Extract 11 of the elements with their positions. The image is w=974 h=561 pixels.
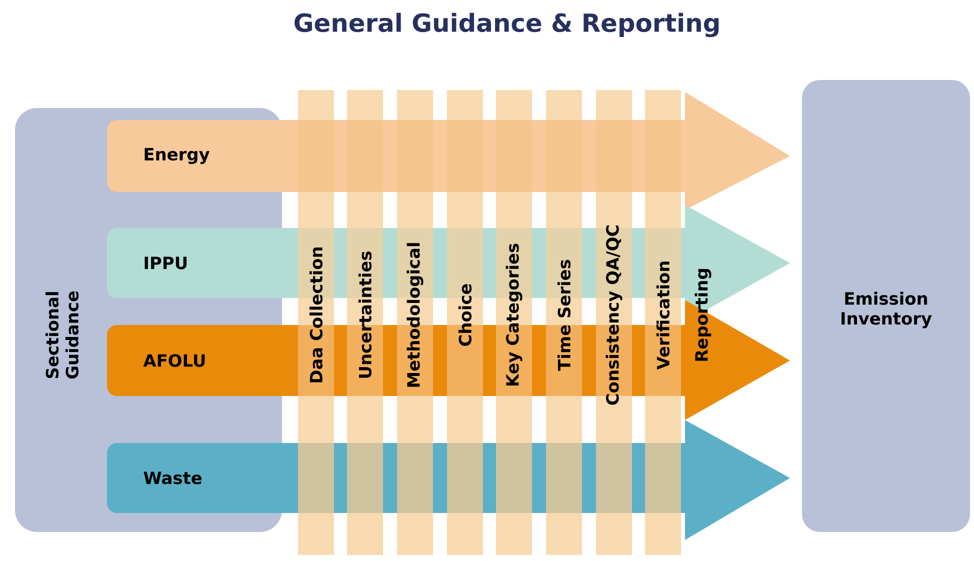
vertical-band: Time Series bbox=[546, 90, 582, 555]
vertical-band: Uncertainties bbox=[347, 90, 383, 555]
vertical-band: Key Categories bbox=[496, 90, 532, 555]
rounded-panel: Emission Inventory bbox=[802, 80, 970, 532]
vertical-band: Verification bbox=[645, 90, 681, 555]
vertical-band: Methodological bbox=[397, 90, 433, 555]
vertical-band: Choice bbox=[447, 90, 483, 555]
rotated-label: Reporting bbox=[694, 269, 712, 361]
vertical-band: Daa Collection bbox=[298, 90, 334, 555]
vertical-band: Consistency QA/QC bbox=[596, 90, 632, 555]
title: General Guidance & Reporting bbox=[294, 12, 719, 38]
